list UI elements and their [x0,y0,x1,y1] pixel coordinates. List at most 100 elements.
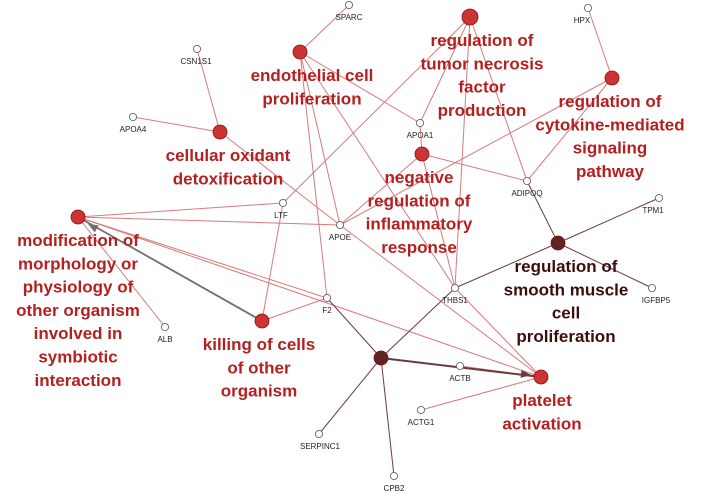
edge-tnf-apoa1 [419,16,471,124]
gene-label-cpb2: CPB2 [384,484,405,493]
edge-hubb-cpb2 [380,357,395,477]
term-label-line: factor [458,78,506,97]
term-label-line: regulation of [559,92,662,111]
gene-node-sparc[interactable] [344,0,354,10]
term-label-line: cellular oxidant [166,146,291,165]
edge-tnf-ltf [282,16,471,204]
term-label-line: pathway [576,162,645,181]
term-node-hubB[interactable] [373,350,389,366]
edge-tnf-thbs1 [454,16,471,289]
edge-smooth-tpm1 [557,197,660,244]
gene-node-hpx[interactable] [583,3,593,13]
edge-killing-symbiotic [77,216,263,322]
term-label-oxidant: cellular oxidant detoxification [166,146,291,188]
gene-label-thbs1: THBS1 [442,296,468,305]
term-label-line: response [381,238,457,257]
network-edges [77,4,660,477]
edge-endothelial-f2 [299,51,328,299]
edge-symbiotic-f2 [77,216,328,299]
term-label-line: proliferation [262,89,361,108]
arrow-to-symbiotic [88,224,99,233]
gene-label-alb: ALB [157,335,172,344]
edge-smooth-thbs1 [454,242,559,289]
term-label-line: endothelial cell [251,66,374,85]
term-node-platelet[interactable] [533,369,549,385]
gene-node-ltf[interactable] [278,198,288,208]
gene-node-tpm1[interactable] [654,193,664,203]
edge-oxidant-apoa4 [132,116,221,133]
gene-label-sparc: SPARC [336,13,363,22]
gene-node-actg1[interactable] [416,405,426,415]
edge-endothelial-thbs1 [299,51,456,289]
edge-smooth-adipoq [526,180,559,244]
gene-node-alb[interactable] [160,322,170,332]
gene-label-igfbp5: IGFBP5 [642,296,671,305]
gene-label-apoa4: APOA4 [120,125,147,134]
term-node-tnf[interactable] [461,8,479,26]
gene-node-apoa4[interactable] [128,112,138,122]
term-node-killing[interactable] [254,313,270,329]
edge-platelet-apoe [339,224,542,378]
gene-node-apoa1[interactable] [415,118,425,128]
term-label-line: signaling [573,139,648,158]
edge-inflammatory-adipoq [421,153,528,182]
gene-label-serpinc1: SERPINC1 [300,442,341,451]
edge-hubb-f2 [326,297,382,359]
gene-node-thbs1[interactable] [450,283,460,293]
term-node-cytokine[interactable] [604,70,620,86]
gene-label-actb: ACTB [449,374,470,383]
edge-cytokine-adipoq [526,77,613,182]
edge-hubb-serpinc1 [318,357,382,435]
gene-label-actg1: ACTG1 [408,418,435,427]
edge-symbiotic-alb [77,216,166,328]
edge-endothelial-apoe [299,51,341,226]
gene-node-actb[interactable] [455,361,465,371]
network-nodes [70,0,664,481]
gene-node-f2[interactable] [322,293,332,303]
edge-hubb-thbs1 [380,287,456,359]
edge-oxidant-apoe [219,131,341,226]
edge-cytokine-hpx [587,7,613,79]
term-label-line: regulation of [368,191,471,210]
term-label-line: tumor necrosis [421,54,544,73]
gene-node-adipoq[interactable] [522,176,532,186]
gene-node-igfbp5[interactable] [647,283,657,293]
term-label-line: regulation of [431,31,534,50]
term-node-inflammatory[interactable] [414,146,430,162]
gene-node-csn1s1[interactable] [192,44,202,54]
term-label-line: inflammatory [366,215,473,234]
edge-smooth-igfbp5 [557,242,653,289]
gene-label-adipoq: ADIPOQ [511,189,542,198]
gene-node-cpb2[interactable] [389,471,399,481]
term-label-line: detoxification [173,169,284,188]
gene-label-apoa1: APOA1 [407,131,434,140]
term-label-line: symbiotic [38,348,117,367]
term-label-line: killing of cells [203,335,315,354]
term-node-symbiotic[interactable] [70,209,86,225]
term-node-oxidant[interactable] [212,124,228,140]
edge-endothelial-sparc [299,4,350,53]
edge-killing-ltf [261,202,284,322]
term-node-endothelial[interactable] [292,44,308,60]
edge-killing-f2 [261,297,328,322]
term-label-line: of other [227,358,291,377]
gene-node-serpinc1[interactable] [314,429,324,439]
edge-inflammatory-thbs1 [421,153,456,289]
gene-label-apoe: APOE [329,233,351,242]
term-label-line: involved in [34,324,123,343]
term-label-line: cytokine-mediated [535,115,684,134]
gene-node-apoe[interactable] [335,220,345,230]
term-label-line: smooth muscle [504,280,629,299]
gene-label-f2: F2 [322,306,332,315]
term-label-line: physiology of [23,278,134,297]
term-node-smooth[interactable] [550,235,566,251]
arrow-to-platelet [520,369,531,378]
term-label-line: modification of [17,231,139,250]
edge-endothelial-apoa1 [299,51,421,124]
